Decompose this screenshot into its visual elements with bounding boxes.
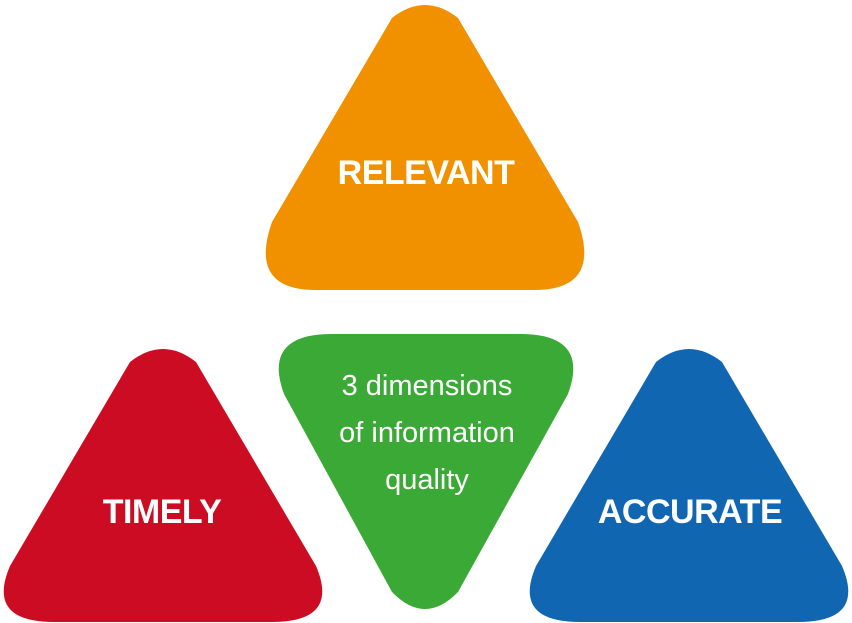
center-triangle — [278, 334, 574, 609]
relevant-label: RELEVANT — [338, 154, 515, 192]
timely-label: TIMELY — [103, 493, 222, 531]
center-label-line-2: of information — [339, 417, 515, 449]
timely-triangle — [3, 349, 323, 622]
center-label-line-3: quality — [385, 464, 469, 496]
accurate-triangle — [529, 349, 849, 622]
relevant-triangle-group: RELEVANT — [265, 5, 585, 290]
accurate-triangle-group: ACCURATE — [529, 349, 849, 622]
relevant-triangle — [265, 5, 585, 290]
accurate-label: ACCURATE — [598, 493, 782, 531]
center-triangle-group: 3 dimensions of information quality — [278, 334, 574, 609]
center-label-line-1: 3 dimensions — [342, 370, 513, 402]
timely-triangle-group: TIMELY — [3, 349, 323, 622]
